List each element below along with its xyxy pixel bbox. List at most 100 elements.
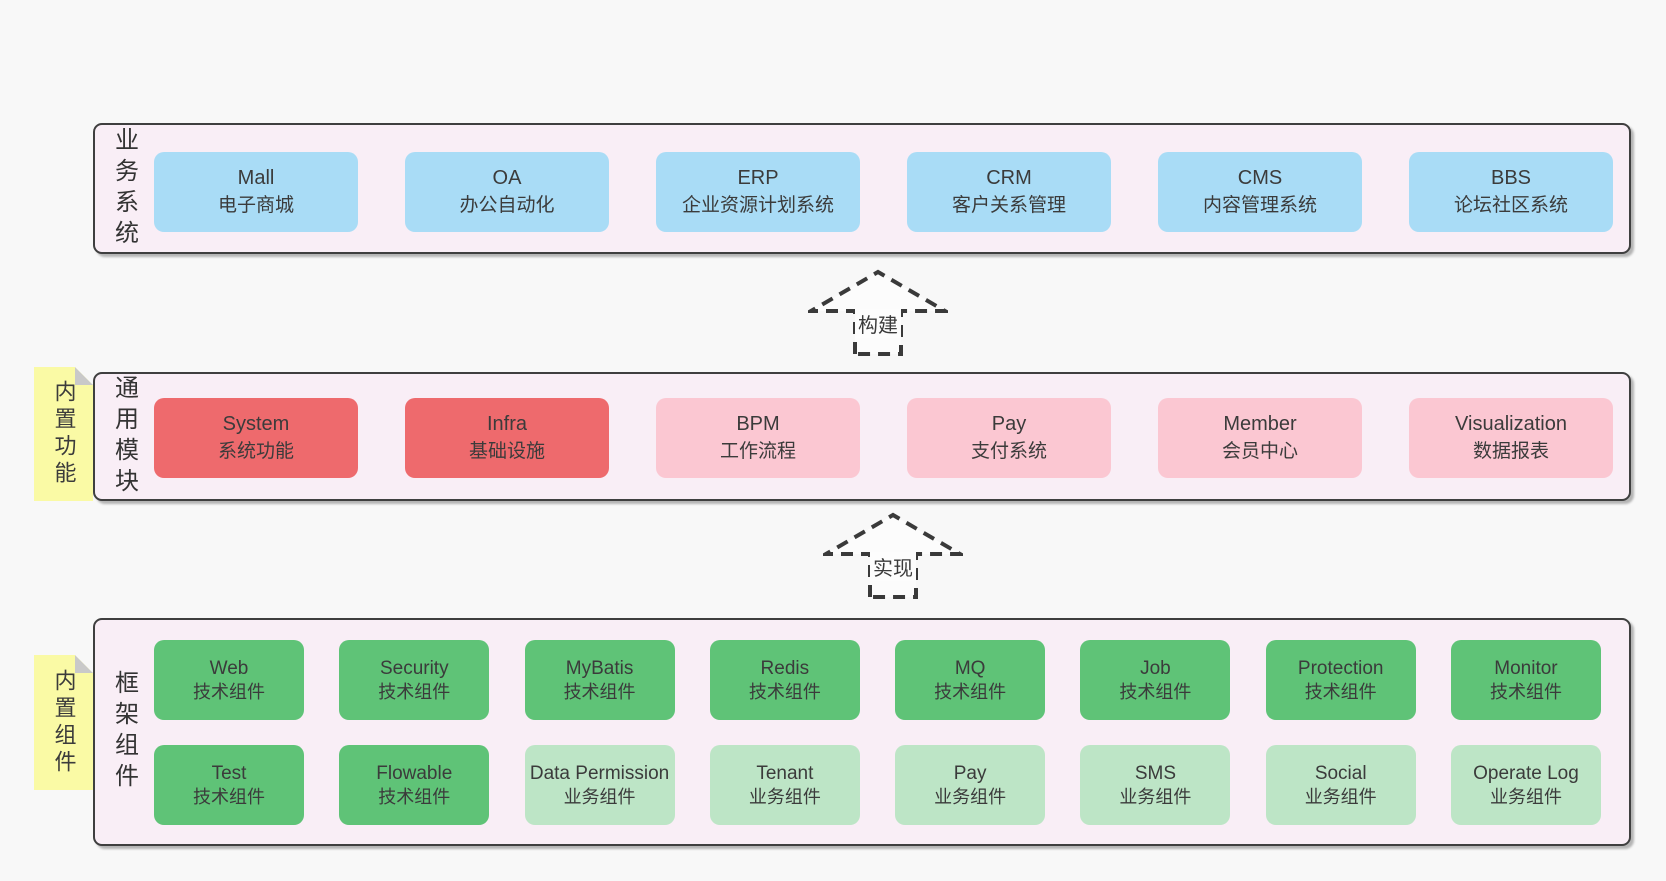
box-pay-component: Pay 业务组件 <box>895 745 1046 825</box>
box-title: Security <box>379 657 449 679</box>
box-subtitle: 企业资源计划系统 <box>681 194 834 216</box>
box-subtitle: 业务组件 <box>1489 786 1562 807</box>
box-subtitle: 支付系统 <box>970 440 1047 462</box>
box-bbs: BBS 论坛社区系统 <box>1409 152 1613 232</box>
box-title: ERP <box>737 167 779 190</box>
box-title: Visualization <box>1455 413 1567 436</box>
box-title: Flowable <box>376 762 453 784</box>
box-title: Test <box>211 762 247 784</box>
box-title: Job <box>1140 657 1171 679</box>
box-subtitle: 技术组件 <box>934 681 1007 702</box>
box-job: Job 技术组件 <box>1080 640 1231 720</box>
box-mq: MQ 技术组件 <box>895 640 1046 720</box>
box-redis: Redis 技术组件 <box>709 640 860 720</box>
business-box-row: Mall 电子商城 OA 办公自动化 ERP 企业资源计划系统 CRM 客户关系… <box>154 152 1613 232</box>
box-operate-log: Operate Log 业务组件 <box>1450 745 1601 825</box>
box-title: BBS <box>1490 167 1532 190</box>
box-title: MyBatis <box>565 657 634 679</box>
box-title: Redis <box>760 657 810 679</box>
box-title: Member <box>1223 413 1297 436</box>
box-subtitle: 数据报表 <box>1472 440 1549 462</box>
box-subtitle: 技术组件 <box>378 786 451 807</box>
box-subtitle: 内容管理系统 <box>1202 194 1317 216</box>
box-subtitle: 业务组件 <box>1304 786 1377 807</box>
box-security: Security 技术组件 <box>339 640 490 720</box>
box-oa: OA 办公自动化 <box>405 152 609 232</box>
section-framework-components: 框架组件 Web 技术组件 Security 技术组件 MyBatis 技术组件… <box>93 618 1631 846</box>
box-subtitle: 会员中心 <box>1221 440 1298 462</box>
box-subtitle: 业务组件 <box>934 786 1007 807</box>
box-title: Social <box>1314 762 1367 784</box>
box-subtitle: 业务组件 <box>748 786 821 807</box>
sticky-note-label: 内置组件 <box>51 668 77 777</box>
box-subtitle: 技术组件 <box>1489 681 1562 702</box>
framework-box-row-1: Web 技术组件 Security 技术组件 MyBatis 技术组件 Redi… <box>154 640 1601 720</box>
box-title: Infra <box>486 413 528 436</box>
sticky-note-builtin-components: 内置组件 <box>34 655 93 790</box>
box-social: Social 业务组件 <box>1265 745 1416 825</box>
box-title: Mall <box>237 167 275 190</box>
box-subtitle: 基础设施 <box>468 440 545 462</box>
build-arrow: 构建 <box>808 269 948 357</box>
box-title: Monitor <box>1494 657 1558 679</box>
box-system: System 系统功能 <box>154 398 358 478</box>
box-title: BPM <box>736 413 780 436</box>
box-subtitle: 技术组件 <box>748 681 821 702</box>
box-title: Operate Log <box>1473 762 1579 784</box>
box-title: OA <box>492 167 522 190</box>
box-visualization: Visualization 数据报表 <box>1409 398 1613 478</box>
framework-box-row-2: Test 技术组件 Flowable 技术组件 Data Permission … <box>154 745 1601 825</box>
box-data-permission: Data Permission 业务组件 <box>524 745 675 825</box>
box-subtitle: 技术组件 <box>563 681 636 702</box>
section-side-label: 通用模块 <box>110 374 138 499</box>
box-cms: CMS 内容管理系统 <box>1158 152 1362 232</box>
box-mybatis: MyBatis 技术组件 <box>524 640 675 720</box>
box-flowable: Flowable 技术组件 <box>339 745 490 825</box>
box-title: CMS <box>1237 167 1283 190</box>
box-subtitle: 论坛社区系统 <box>1453 194 1568 216</box>
box-monitor: Monitor 技术组件 <box>1450 640 1601 720</box>
section-side-label: 业务系统 <box>110 126 138 251</box>
box-sms: SMS 业务组件 <box>1080 745 1231 825</box>
box-tenant: Tenant 业务组件 <box>709 745 860 825</box>
box-erp: ERP 企业资源计划系统 <box>656 152 860 232</box>
sticky-note-builtin-features: 内置功能 <box>34 367 93 501</box>
box-title: Data Permission <box>529 762 670 784</box>
sticky-note-label: 内置功能 <box>51 380 77 488</box>
box-member: Member 会员中心 <box>1158 398 1362 478</box>
box-title: Pay <box>991 413 1027 436</box>
box-subtitle: 技术组件 <box>193 786 265 807</box>
box-subtitle: 业务组件 <box>563 786 636 807</box>
box-subtitle: 办公自动化 <box>459 194 555 216</box>
box-pay: Pay 支付系统 <box>907 398 1111 478</box>
box-subtitle: 技术组件 <box>378 681 451 702</box>
box-subtitle: 客户关系管理 <box>951 194 1066 216</box>
box-crm: CRM 客户关系管理 <box>907 152 1111 232</box>
implement-arrow-label: 实现 <box>870 552 916 581</box>
implement-arrow: 实现 <box>823 512 963 600</box>
box-mall: Mall 电子商城 <box>154 152 358 232</box>
box-protection: Protection 技术组件 <box>1265 640 1416 720</box>
section-business-systems: 业务系统 Mall 电子商城 OA 办公自动化 ERP 企业资源计划系统 CRM… <box>93 123 1631 254</box>
box-title: CRM <box>986 167 1032 190</box>
box-subtitle: 技术组件 <box>1304 681 1377 702</box>
box-title: Protection <box>1297 657 1384 679</box>
box-title: Tenant <box>756 762 814 784</box>
section-side-label: 框架组件 <box>110 670 138 794</box>
box-title: Web <box>209 657 249 679</box>
box-infra: Infra 基础设施 <box>405 398 609 478</box>
box-bpm: BPM 工作流程 <box>656 398 860 478</box>
build-arrow-label: 构建 <box>855 309 901 338</box>
box-subtitle: 系统功能 <box>217 440 294 462</box>
box-title: Pay <box>953 762 987 784</box>
box-subtitle: 技术组件 <box>1119 681 1192 702</box>
box-subtitle: 技术组件 <box>193 681 265 702</box>
box-subtitle: 电子商城 <box>217 194 294 216</box>
box-web: Web 技术组件 <box>154 640 304 720</box>
box-title: System <box>222 413 290 436</box>
box-title: MQ <box>954 657 986 679</box>
box-title: SMS <box>1134 762 1176 784</box>
box-subtitle: 业务组件 <box>1119 786 1192 807</box>
common-box-row: System 系统功能 Infra 基础设施 BPM 工作流程 Pay 支付系统… <box>154 398 1613 478</box>
